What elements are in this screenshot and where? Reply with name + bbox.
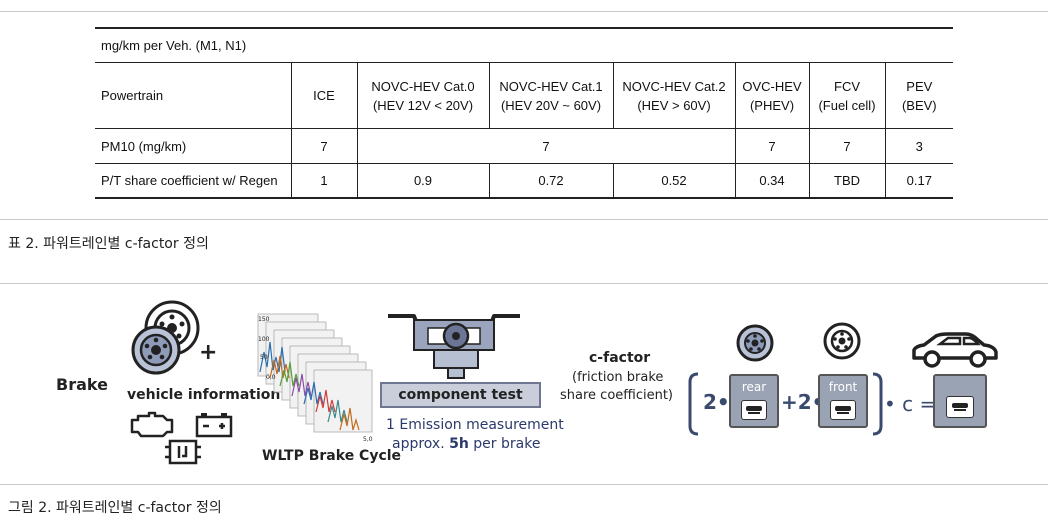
vehicle-info-label: vehicle information — [127, 387, 281, 403]
pm10-ovc: 7 — [734, 128, 810, 164]
top-rule — [0, 11, 1048, 12]
header-pev-l2: (BEV) — [901, 97, 937, 113]
cfactor-sub1: (friction brake — [572, 370, 664, 385]
front-label: front — [828, 380, 858, 394]
share-novc-cat0: 0.9 — [356, 163, 490, 199]
share-ovc-hev: 0.34 — [734, 163, 810, 199]
coef-rear: 2• — [703, 390, 730, 414]
left-bracket — [688, 372, 699, 436]
header-novc-cat0-l1: NOVC-HEV Cat.0 — [371, 78, 475, 94]
emission-suffix: per brake — [468, 436, 541, 452]
emission-bold: 5h — [449, 436, 469, 452]
car-icon — [912, 332, 998, 368]
share-ice: 1 — [290, 163, 358, 199]
header-ovc-hev-l1: OVC-HEV — [742, 78, 802, 94]
header-novc-cat2-l1: NOVC-HEV Cat.2 — [622, 78, 726, 94]
cfactor-title: c-factor — [589, 350, 651, 366]
front-pad-icon — [835, 406, 851, 414]
test-bench-icon — [388, 314, 520, 379]
plus-sign: + — [199, 340, 218, 365]
header-novc-cat1-l2: (HEV 20V ~ 60V) — [500, 97, 602, 113]
battery-icon — [195, 413, 233, 438]
rear-pad-icon — [746, 406, 762, 414]
header-ice-text: ICE — [313, 88, 335, 103]
wltp-tick-0: 0,0 — [266, 374, 276, 381]
gearbox-icon — [165, 439, 201, 465]
share-label: P/T share coefficient w/ Regen — [95, 163, 292, 199]
component-test-box — [380, 382, 541, 408]
brake-disc-front — [131, 325, 181, 375]
pm10-fcv: 7 — [808, 128, 886, 164]
header-novc-cat1: NOVC-HEV Cat.1 (HEV 20V ~ 60V) — [488, 62, 614, 129]
share-pev: 0.17 — [884, 163, 954, 199]
header-fcv: FCV (Fuel cell) — [808, 62, 886, 129]
header-novc-cat1-l1: NOVC-HEV Cat.1 — [499, 78, 603, 94]
wltp-traces — [259, 341, 360, 431]
header-novc-cat0-l2: (HEV 12V < 20V) — [372, 97, 474, 113]
pm10-novc: 7 — [356, 128, 736, 164]
figure-caption: 그림 2. 파워트레인별 c-factor 정의 — [8, 500, 222, 516]
header-pev-l1: PEV — [906, 78, 933, 94]
front-brake-disc-icon — [823, 322, 861, 360]
pm10-row: PM10 (mg/km) 7 7 7 7 3 — [95, 128, 954, 164]
table-bottom-rule — [0, 219, 1048, 220]
table-caption: 표 2. 파워트레인별 c-factor 정의 — [8, 236, 209, 252]
header-powertrain: Powertrain — [95, 62, 292, 129]
brake-disc-icon — [131, 300, 200, 375]
wltp-tick-50: 50 — [260, 354, 268, 361]
wltp-tick-5: 5,0 — [363, 436, 373, 443]
share-novc-cat2: 0.52 — [612, 163, 736, 199]
coef-front: +2• — [781, 390, 825, 414]
component-test-label: component test — [398, 387, 523, 403]
header-pev: PEV (BEV) — [884, 62, 954, 129]
cfactor-sub2: share coefficient) — [560, 388, 674, 403]
header-ovc-hev-l2: (PHEV) — [749, 97, 795, 113]
header-novc-cat2-l2: (HEV > 60V) — [637, 97, 711, 113]
pm10-ice: 7 — [290, 128, 358, 164]
header-fcv-l1: FCV — [834, 78, 860, 94]
right-bracket — [872, 372, 883, 436]
car-pad-icon — [952, 403, 968, 411]
wltp-panels — [257, 313, 373, 433]
share-fcv: TBD — [808, 163, 886, 199]
header-ice: ICE — [290, 62, 358, 129]
emission-prefix: approx. — [392, 436, 450, 452]
figure-top-rule — [0, 283, 1048, 284]
emission-line1: 1 Emission measurement — [386, 417, 564, 433]
pm10-label: PM10 (mg/km) — [95, 128, 292, 164]
wltp-tick-150: 150 — [258, 316, 270, 323]
header-ovc-hev: OVC-HEV (PHEV) — [734, 62, 810, 129]
unit-row: mg/km per Veh. (M1, N1) — [95, 27, 954, 63]
figure-bottom-rule — [0, 484, 1048, 485]
wltp-tick-100: 100 — [258, 336, 270, 343]
engine-icon — [130, 411, 174, 438]
share-row: P/T share coefficient w/ Regen 1 0.9 0.7… — [95, 163, 954, 199]
rear-brake-disc-icon — [736, 324, 774, 362]
header-novc-cat0: NOVC-HEV Cat.0 (HEV 12V < 20V) — [356, 62, 490, 129]
pm10-pev: 3 — [884, 128, 954, 164]
wltp-label: WLTP Brake Cycle — [262, 448, 402, 464]
emission-line2: approx. 5h per brake — [392, 436, 540, 452]
header-row: Powertrain ICE NOVC-HEV Cat.0 (HEV 12V < … — [95, 62, 954, 129]
brake-label: Brake — [56, 375, 108, 394]
unit-label: mg/km per Veh. (M1, N1) — [95, 27, 954, 63]
share-novc-cat1: 0.72 — [488, 163, 614, 199]
wltp-chart — [257, 313, 373, 433]
header-novc-cat2: NOVC-HEV Cat.2 (HEV > 60V) — [612, 62, 736, 129]
equation-tail: • c = — [884, 392, 937, 416]
rear-label: rear — [741, 380, 767, 394]
header-fcv-l2: (Fuel cell) — [818, 97, 876, 113]
c-factor-table: mg/km per Veh. (M1, N1) Powertrain ICE N… — [95, 27, 954, 199]
